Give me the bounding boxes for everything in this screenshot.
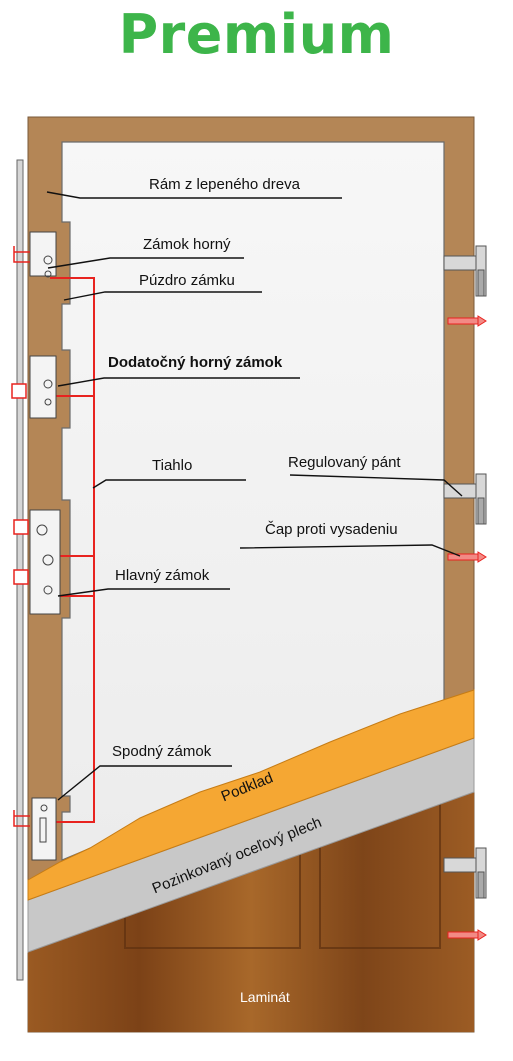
main-lock: [13, 509, 61, 615]
label-rod: Tiahlo: [152, 457, 193, 474]
door-inner-panel: [61, 141, 445, 861]
diagram-title: Premium: [118, 3, 395, 66]
label-frame: Rám z lepeného dreva: [149, 176, 300, 193]
laminate-surface: [28, 790, 474, 1032]
label-bottom-lock: Spodný zámok: [112, 743, 212, 760]
hinge-top: [443, 245, 487, 297]
additional-upper-lock: [11, 355, 57, 419]
label-main-lock: Hlavný zámok: [115, 567, 210, 584]
anti-lift-pins: [447, 315, 487, 941]
label-lock-case: Púzdro zámku: [139, 272, 235, 289]
label-anti-lift-pin: Čap proti vysadeniu: [265, 521, 398, 538]
leader-lines: [46, 191, 463, 801]
label-laminate: Laminát: [240, 989, 290, 1005]
hinge-bottom: [443, 847, 487, 899]
upper-lock: [13, 231, 57, 278]
label-hinge: Regulovaný pánt: [288, 454, 401, 471]
bottom-lock: [13, 797, 57, 861]
podklad-band: [27, 689, 475, 901]
label-upper-lock: Zámok horný: [143, 236, 231, 253]
label-additional-lock: Dodatočný horný zámok: [108, 354, 283, 371]
